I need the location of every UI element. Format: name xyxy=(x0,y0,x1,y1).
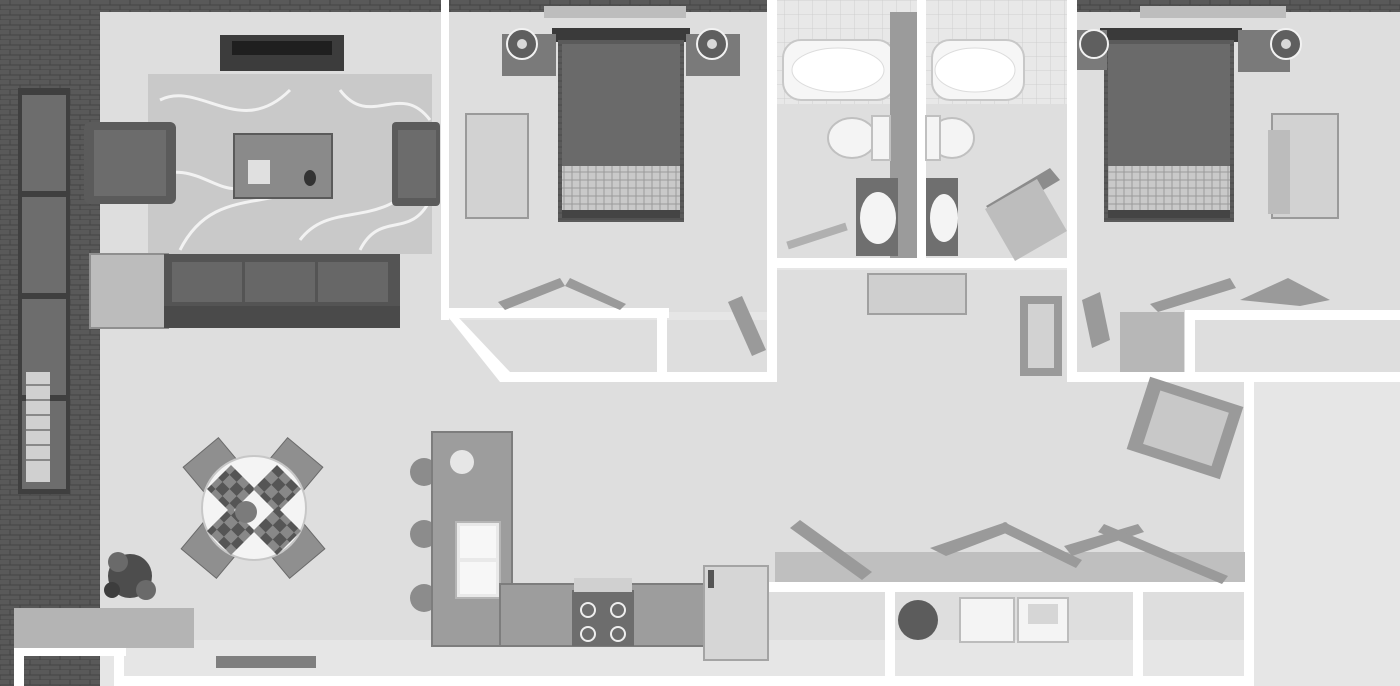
headboard xyxy=(552,28,690,42)
bathroom-1 xyxy=(777,0,917,258)
fruit-bowl-icon xyxy=(235,501,257,523)
chairs xyxy=(180,436,326,580)
door-icon xyxy=(1082,292,1110,348)
closet-door-icon xyxy=(1150,278,1236,312)
doormat xyxy=(216,656,316,668)
coffee-table xyxy=(233,133,333,199)
closet-door-icon xyxy=(498,278,565,310)
closet-door-icon xyxy=(565,278,626,310)
sink-icon xyxy=(860,192,896,244)
refrigerator xyxy=(703,565,769,661)
bathroom-2 xyxy=(925,0,1067,261)
headboard xyxy=(1100,28,1242,42)
closet-door-icon xyxy=(1098,524,1228,584)
closet-door-icon xyxy=(930,522,1014,556)
utility xyxy=(775,376,1245,643)
closet-door-icon xyxy=(790,520,872,580)
closet-shelf xyxy=(1120,312,1184,372)
water-heater xyxy=(898,600,938,640)
plant-icon xyxy=(104,552,156,600)
sink-icon xyxy=(930,194,958,242)
bedroom-1 xyxy=(465,6,766,356)
living-room xyxy=(84,35,440,329)
bed-blanket xyxy=(562,166,680,214)
closet-door-icon xyxy=(1064,524,1144,556)
hall-closet xyxy=(867,273,1062,376)
hall-shelf xyxy=(867,273,967,315)
bedroom-2 xyxy=(1077,6,1339,372)
lamp-icon xyxy=(1079,29,1109,59)
washer xyxy=(959,597,1015,643)
closet-door-icon xyxy=(1240,278,1330,306)
entry-bench xyxy=(14,608,194,648)
side-cabinet xyxy=(89,253,169,329)
rug-small xyxy=(1140,6,1286,18)
placemat xyxy=(252,506,302,556)
kitchen xyxy=(410,431,769,661)
tv xyxy=(232,41,332,55)
book-icon xyxy=(248,160,270,184)
interior-walls xyxy=(14,0,1400,686)
bed-blanket xyxy=(1108,166,1230,214)
door-icon xyxy=(728,296,766,356)
dining-area xyxy=(14,436,326,668)
closet-door-icon xyxy=(998,522,1082,568)
toilet xyxy=(827,117,877,159)
rug-small xyxy=(544,6,686,18)
dresser xyxy=(465,113,529,219)
flowers-icon xyxy=(450,450,474,474)
placemat xyxy=(252,464,302,514)
window-left-wall xyxy=(18,88,70,494)
remote-icon xyxy=(304,170,316,186)
rug-pattern xyxy=(149,88,432,251)
placemat xyxy=(206,464,256,514)
towel-bar xyxy=(786,222,848,250)
